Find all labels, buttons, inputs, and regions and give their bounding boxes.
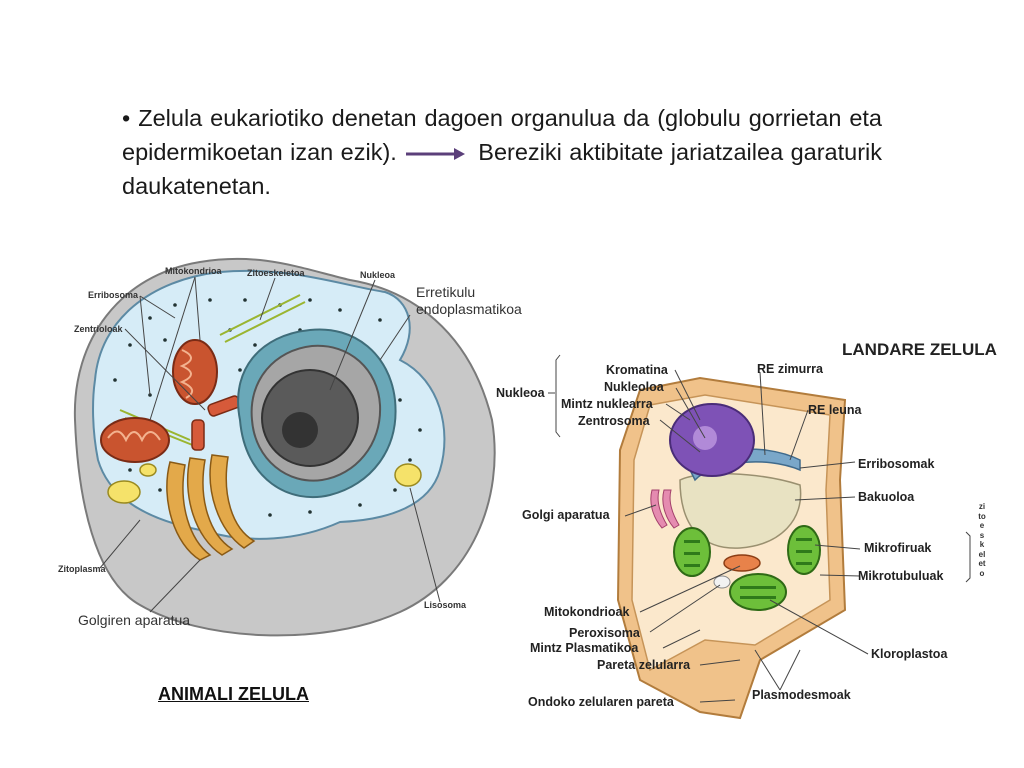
label-plasmodesmoak: Plasmodesmoak xyxy=(752,688,851,702)
label-zitoplasma: Zitoplasma xyxy=(58,564,106,574)
animal-centrioles xyxy=(191,395,241,451)
arrow-right-icon xyxy=(406,147,466,160)
animal-lysosome xyxy=(394,463,422,487)
label-pareta-zelularra: Pareta zelularra xyxy=(597,658,691,672)
plant-golgi xyxy=(650,489,680,529)
label-mitokondrioak: Mitokondrioak xyxy=(544,605,630,619)
label-mintz-plasmatikoa: Mintz Plasmatikoa xyxy=(530,641,639,655)
label-erribosomak: Erribosomak xyxy=(858,457,935,471)
label-re-zimurra: RE zimurra xyxy=(757,362,823,376)
label-erretikulu: Erretikulu endoplasmatikoa xyxy=(416,284,522,317)
animal-cell-title: ANIMALI ZELULA xyxy=(158,684,309,704)
label-kloroplastoa: Kloroplastoa xyxy=(871,647,948,661)
label-nukleoa-animal: Nukleoa xyxy=(360,270,396,280)
animal-mitochondria xyxy=(100,339,218,463)
label-zitoeskeletoa: Zitoeskeletoa xyxy=(247,268,305,278)
label-mikrotubuluak: Mikrotubuluak xyxy=(858,569,944,583)
label-bakuoloa: Bakuoloa xyxy=(858,490,915,504)
label-kromatina: Kromatina xyxy=(606,363,668,377)
animal-cell-diagram xyxy=(73,257,496,637)
label-golgi-aparatua: Golgi aparatua xyxy=(522,508,610,522)
plant-peroxisome xyxy=(713,575,731,589)
label-peroxisoma: Peroxisoma xyxy=(569,626,640,640)
label-mikrofiruak: Mikrofiruak xyxy=(864,541,932,555)
label-ondoko-zelularen-pareta: Ondoko zelularen pareta xyxy=(528,695,674,709)
animal-vesicle-small xyxy=(139,463,157,477)
intro-line-2: Bereziki aktibitate jariatzailea garatur… xyxy=(122,139,883,199)
intro-paragraph: •Zelula eukariotiko denetan dagoen organ… xyxy=(122,101,882,203)
label-zitoeskeletoa-vertical: zitoeskeleto xyxy=(978,502,986,578)
label-zentrioloak: Zentrioloak xyxy=(74,324,123,334)
label-re-leuna: RE leuna xyxy=(808,403,862,417)
label-golgiren: Golgiren aparatua xyxy=(78,612,191,628)
label-zentrosoma: Zentrosoma xyxy=(578,414,650,428)
plant-leader-lines xyxy=(548,354,971,703)
intro-line-1: Zelula eukariotiko denetan dagoen organu… xyxy=(122,105,882,165)
animal-leader-lines xyxy=(99,276,441,613)
animal-ribosome-dots xyxy=(113,298,422,517)
bullet-dot: • xyxy=(122,105,131,131)
plant-cell-diagram xyxy=(548,354,971,720)
label-nukleoa-plant: Nukleoa xyxy=(496,386,545,400)
label-mintz-nuklearra: Mintz nuklearra xyxy=(561,397,653,411)
label-mitokondrioa: Mitokondrioa xyxy=(165,266,222,276)
animal-nucleolus xyxy=(282,412,318,448)
plant-mitochondrion xyxy=(723,554,761,572)
animal-vesicle xyxy=(107,480,141,504)
animal-golgi xyxy=(166,454,256,561)
label-lisosoma: Lisosoma xyxy=(424,600,467,610)
label-nukleoloa: Nukleoloa xyxy=(604,380,664,394)
plant-cell-title: LANDARE ZELULA xyxy=(842,340,997,359)
label-erribosoma: Erribosoma xyxy=(88,290,139,300)
